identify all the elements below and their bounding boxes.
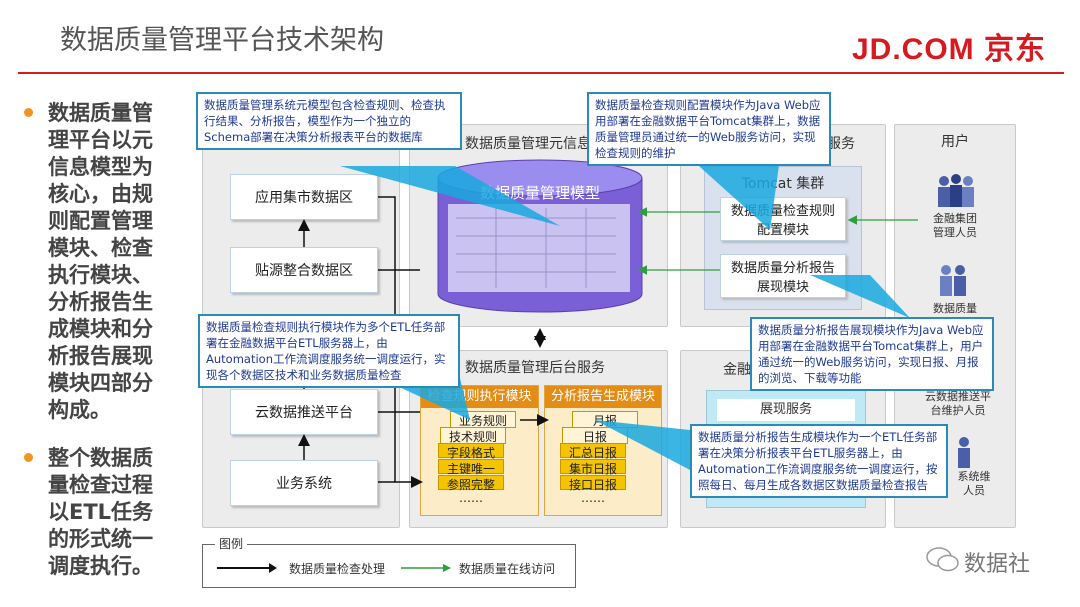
callout-report-gen: 数据质量分析报告生成模块作为一个ETL任务部署在决策分析报表平台ETL服务器上，… <box>690 424 948 498</box>
stack-item: 主键唯一 <box>438 459 504 476</box>
bullet-line: 数据质量管 <box>48 101 153 125</box>
bullet-line: 构成。 <box>48 398 111 422</box>
bullet-line: 则配置管理 <box>48 209 153 233</box>
user-group-icon <box>938 174 974 207</box>
bullet-line: 的形式统一 <box>48 527 153 551</box>
report-gen-module-title: 分析报告生成模块 <box>545 386 661 408</box>
bullet-line: 模块、检查 <box>48 236 153 260</box>
user-group-line: 人员 <box>963 484 985 497</box>
report-display-line: 数据质量分析报告 <box>730 261 835 276</box>
watermark-text: 数据社 <box>964 552 1031 577</box>
legend: 图例 数据质量检查处理 数据质量在线访问 <box>202 535 576 588</box>
bullet-line: 成模块和分 <box>48 317 153 341</box>
bullet-2: 整个数据质量检查过程以ETL任务的形式统一调度执行。 <box>24 445 174 580</box>
user-group-line: 系统维 <box>957 470 991 483</box>
web-panel-title: 服务 <box>827 136 855 152</box>
report-display-module: 数据质量分析报告 展现模块 <box>720 254 846 298</box>
stack-item: …… <box>459 491 483 505</box>
wechat-icon <box>926 547 959 572</box>
stack-item: 汇总日报 <box>560 443 626 460</box>
stack-item: 月报 <box>572 411 638 428</box>
bullet-line: 析报告展现 <box>48 344 153 368</box>
page-title: 数据质量管理平台技术架构 <box>60 25 384 56</box>
business-system: 业务系统 <box>230 460 378 506</box>
bullet-dot-icon <box>24 108 33 117</box>
user-icon <box>958 437 970 468</box>
cloud-push-platform: 云数据推送平台 <box>230 389 378 435</box>
rule-config-module: 数据质量检查规则 配置模块 <box>720 197 846 241</box>
bullet-line: 理平台以元 <box>48 128 153 152</box>
report-display-line: 展现模块 <box>756 280 809 295</box>
user-group-line: 台维护人员 <box>930 404 986 417</box>
bullet-line: 核心，由规 <box>48 182 153 206</box>
legend-black-arrow-icon <box>217 563 277 573</box>
rule-config-line: 配置模块 <box>756 223 809 238</box>
user-group-sys: 系统维 人员 <box>946 470 1002 498</box>
stack-item: 接口日报 <box>560 475 626 492</box>
fin-panel-title: 金融 <box>723 362 751 378</box>
legend-item-2: 数据质量在线访问 <box>459 562 556 576</box>
stack-item: 日报 <box>562 427 628 444</box>
legend-green-arrow-icon <box>401 564 451 572</box>
legend-item-1: 数据质量检查处理 <box>289 562 386 576</box>
user-group-icon <box>940 265 966 296</box>
bullet-line: 分析报告生 <box>48 290 153 314</box>
bullet-line: 调度执行。 <box>48 554 153 578</box>
legend-title: 图例 <box>215 535 248 552</box>
bullet-dot-icon <box>24 453 33 462</box>
stack-item: 参照完整 <box>438 475 504 492</box>
user-group-line: 管理人员 <box>933 226 977 239</box>
user-group-line: 金融集团 <box>933 212 977 225</box>
bullet-line: 执行模块、 <box>48 263 153 287</box>
stack-item: …… <box>581 491 605 505</box>
bullet-line: 信息模型为 <box>48 155 153 179</box>
callout-rule-config: 数据质量检查规则配置模块作为Java Web应用部署在金融数据平台Tomcat集… <box>587 92 831 166</box>
stack-item: 集市日报 <box>560 459 626 476</box>
bullet-line: 整个数据质 <box>48 446 153 470</box>
app-mart-zone: 应用集市数据区 <box>230 174 378 220</box>
user-group-line: 云数据推送平 <box>925 390 991 403</box>
backend-panel-title: 数据质量管理后台服务 <box>465 360 605 376</box>
callout-meta-model: 数据质量管理系统元模型包含检查规则、检查执行结果、分析报告，模型作为一个独立的S… <box>196 92 462 150</box>
check-exec-module-title: 检查规则执行模块 <box>421 386 538 408</box>
jd-logo: JD.COM 京东 <box>851 33 1046 66</box>
source-integration-zone: 贴源整合数据区 <box>230 247 378 293</box>
callout-check-exec: 数据质量检查规则执行模块作为多个ETL任务部署在金融数据平台ETL服务器上，由A… <box>198 314 460 388</box>
tomcat-cluster-title: Tomcat 集群 <box>741 176 825 192</box>
bullet-line: 模块四部分 <box>48 371 153 395</box>
rule-config-line: 数据质量检查规则 <box>730 204 835 219</box>
bullet-1: 数据质量管理平台以元信息模型为核心，由规则配置管理模块、检查执行模块、分析报告生… <box>24 100 174 424</box>
header-divider <box>18 72 1064 74</box>
user-group-dq: 数据质量 <box>933 302 977 315</box>
model-label: 数据质量管理模型 <box>479 184 600 202</box>
stack-item: 业务规则 <box>450 411 516 428</box>
user-group-cloud: 云数据推送平 台维护人员 <box>906 390 1010 418</box>
callout-report-display: 数据质量分析报告展现模块作为Java Web应用部署在金融数据平台Tomcat集… <box>750 317 994 391</box>
bullet-line: 以ETL任务 <box>48 500 154 524</box>
display-service-label: 展现服务 <box>717 399 855 421</box>
users-panel-title: 用户 <box>941 134 969 150</box>
stack-item: 字段格式 <box>438 443 504 460</box>
stack-item: 技术规则 <box>440 427 506 444</box>
user-group-finance: 金融集团 管理人员 <box>916 212 994 240</box>
meta-panel-title: 数据质量管理元信息 <box>465 136 591 152</box>
bullet-line: 量检查过程 <box>48 473 153 497</box>
